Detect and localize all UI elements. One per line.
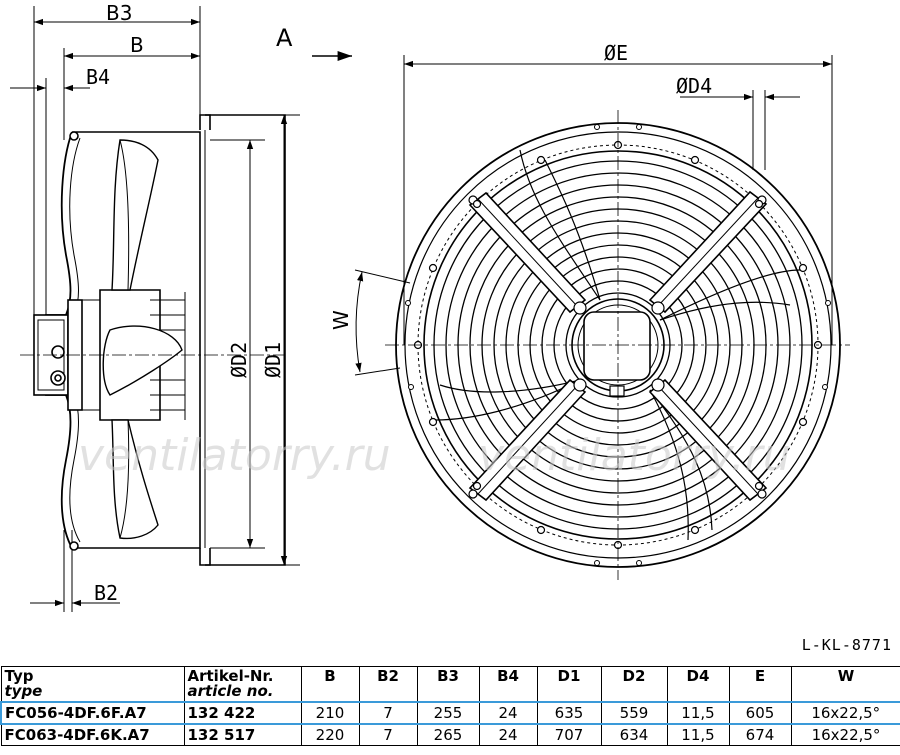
dim-label-d4: ØD4 bbox=[676, 74, 712, 98]
cell-d1: 707 bbox=[536, 723, 602, 746]
cell-b2: 7 bbox=[358, 701, 418, 725]
dim-label-d2: ØD2 bbox=[227, 342, 251, 378]
cell-d4: 11,5 bbox=[666, 701, 730, 725]
technical-drawing: B3 B B4 B2 ØD2 ØD1 A bbox=[10, 1, 850, 612]
cell-d4: 11,5 bbox=[666, 723, 730, 746]
cell-b3: 255 bbox=[416, 701, 480, 725]
cell-d2: 634 bbox=[600, 723, 668, 746]
table-row[interactable]: FC056-4DF.6F.A7 132 422 210 7 255 24 635… bbox=[0, 701, 900, 725]
cell-article: 132 422 bbox=[183, 701, 302, 725]
dim-label-b3: B3 bbox=[106, 1, 132, 25]
cell-w: 16x22,5° bbox=[790, 723, 900, 746]
drawing-code: L-KL-8771 bbox=[801, 636, 892, 654]
cell-e: 674 bbox=[728, 723, 792, 746]
header-b: B bbox=[300, 666, 360, 703]
header-b4: B4 bbox=[478, 666, 538, 703]
table-row[interactable]: FC063-4DF.6K.A7 132 517 220 7 265 24 707… bbox=[0, 723, 900, 746]
view-label-a: A bbox=[276, 24, 293, 52]
cell-e: 605 bbox=[728, 701, 792, 725]
side-view bbox=[10, 6, 300, 612]
dim-label-d1: ØD1 bbox=[261, 342, 285, 378]
cell-typ: FC063-4DF.6K.A7 bbox=[0, 723, 185, 746]
cell-b: 220 bbox=[300, 723, 360, 746]
header-e: E bbox=[728, 666, 792, 703]
cell-d1: 635 bbox=[536, 701, 602, 725]
cell-b4: 24 bbox=[478, 723, 538, 746]
dim-label-b: B bbox=[130, 33, 144, 57]
watermark-left: ventilatorry.ru bbox=[78, 430, 391, 481]
header-d2: D2 bbox=[600, 666, 668, 703]
header-w: W bbox=[790, 666, 900, 703]
cell-b4: 24 bbox=[478, 701, 538, 725]
view-arrow-a: A bbox=[276, 24, 352, 62]
watermark-right: ventilatorry.ru bbox=[478, 430, 791, 481]
header-b3: B3 bbox=[416, 666, 480, 703]
dim-label-e: ØE bbox=[604, 41, 628, 65]
cell-w: 16x22,5° bbox=[790, 701, 900, 725]
cell-article: 132 517 bbox=[183, 723, 302, 746]
dim-label-b4: B4 bbox=[86, 65, 110, 89]
cell-b2: 7 bbox=[358, 723, 418, 746]
cell-b: 210 bbox=[300, 701, 360, 725]
header-article: Artikel-Nr.article no. bbox=[183, 666, 302, 703]
cell-b3: 265 bbox=[416, 723, 480, 746]
dim-label-b2: B2 bbox=[94, 581, 118, 605]
front-view bbox=[354, 55, 850, 580]
header-d1: D1 bbox=[536, 666, 602, 703]
cell-d2: 559 bbox=[600, 701, 668, 725]
header-b2: B2 bbox=[358, 666, 418, 703]
dim-label-w: W bbox=[329, 310, 353, 330]
cell-typ: FC056-4DF.6F.A7 bbox=[0, 701, 185, 725]
header-d4: D4 bbox=[666, 666, 730, 703]
